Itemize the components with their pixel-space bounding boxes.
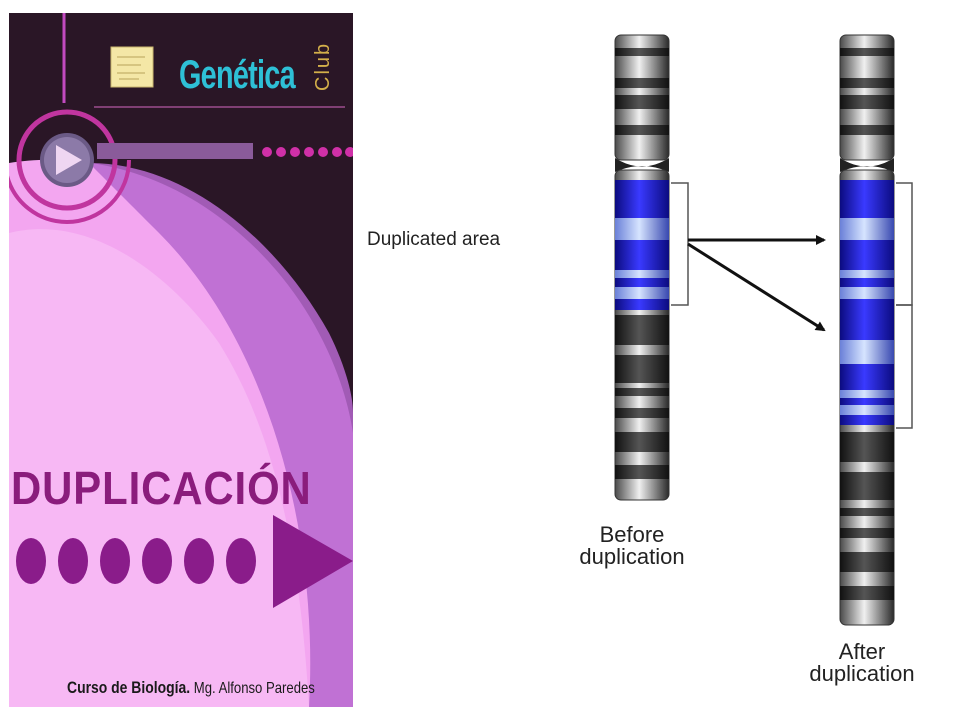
duplicated-bracket-after-1 bbox=[896, 182, 913, 306]
footer-credit: Curso de Biología. Mg. Alfonso Paredes bbox=[67, 678, 315, 698]
arrow-to-second-copy bbox=[687, 242, 826, 332]
chromosome-before bbox=[614, 34, 670, 501]
duplicated-bracket-after-2 bbox=[896, 304, 913, 429]
panel-background bbox=[9, 13, 353, 707]
before-label-line2: duplication bbox=[579, 544, 685, 569]
footer-author: Mg. Alfonso Paredes bbox=[193, 680, 315, 697]
before-label-line1: Before bbox=[599, 522, 665, 547]
after-label-line1: After bbox=[838, 639, 886, 664]
footer-course: Curso de Biología. bbox=[67, 678, 191, 697]
chromosome-diagram bbox=[614, 34, 913, 626]
after-duplication-label: After duplication bbox=[778, 641, 946, 685]
duplicated-area-label: Duplicated area bbox=[367, 229, 501, 250]
logo-title: Genética bbox=[179, 53, 296, 97]
logo-subtitle: Club bbox=[312, 41, 334, 91]
before-duplication-label: Before duplication bbox=[548, 524, 716, 568]
slide-title: DUPLICACIÓN bbox=[11, 462, 312, 514]
chromosome-after bbox=[839, 34, 895, 626]
title-panel: Genética Club DUPLICACIÓN Curso de Biolo… bbox=[9, 13, 353, 707]
duplicated-bracket-before bbox=[671, 182, 689, 306]
after-label-line2: duplication bbox=[809, 661, 915, 686]
